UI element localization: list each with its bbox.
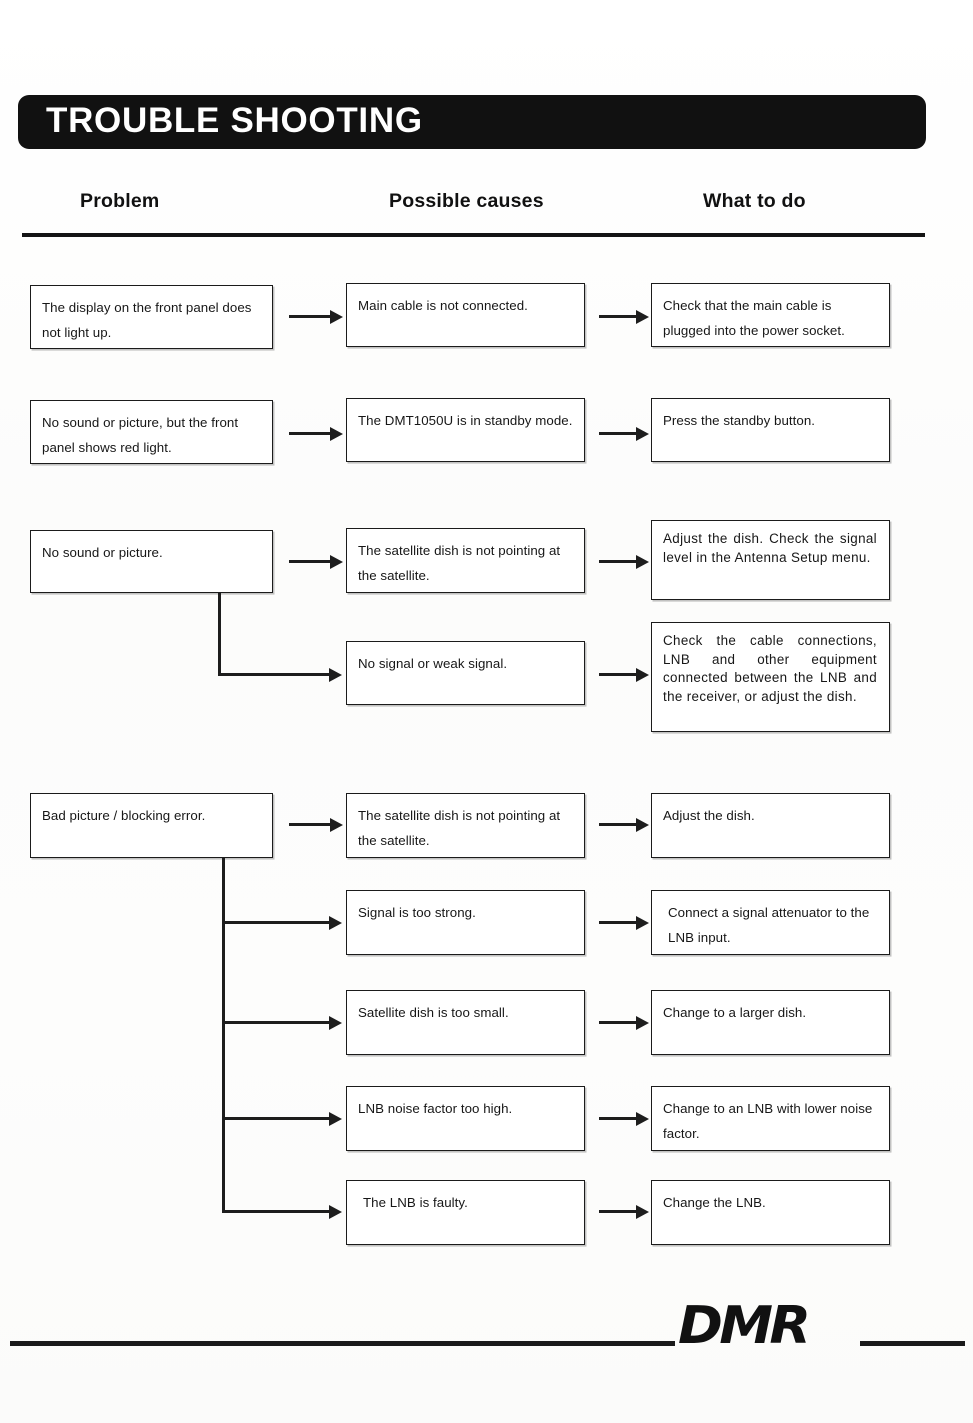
action-box: Change to an LNB with lower noise factor…: [651, 1086, 890, 1151]
cause-box: Satellite dish is too small.: [346, 990, 585, 1055]
footer-rule-right: [860, 1341, 965, 1346]
branch-arrow-to-cause-2: [222, 921, 330, 924]
action-box: Change the LNB.: [651, 1180, 890, 1245]
page-title: TROUBLE SHOOTING: [46, 101, 423, 141]
cause-box: Main cable is not connected.: [346, 283, 585, 347]
cause-box: The satellite dish is not pointing at th…: [346, 528, 585, 593]
column-header-what-to-do: What to do: [703, 190, 806, 212]
problem-box: Bad picture / blocking error.: [30, 793, 273, 858]
header-divider-rule: [22, 233, 925, 237]
action-box: Check that the main cable is plugged int…: [651, 283, 890, 347]
action-box: Connect a signal attenuator to the LNB i…: [651, 890, 890, 955]
action-box: Adjust the dish. Check the signal level …: [651, 520, 890, 600]
brand-logo: DMR: [678, 1296, 811, 1356]
arrow-cause-to-action: [599, 315, 637, 318]
branch-trunk-line: [222, 858, 225, 1212]
footer-rule-left: [10, 1341, 675, 1346]
branch-trunk-line: [218, 593, 221, 675]
branch-arrow-to-cause-4: [222, 1117, 330, 1120]
action-box: Check the cable connections, LNB and oth…: [651, 622, 890, 732]
problem-box: No sound or picture.: [30, 530, 273, 593]
arrow-cause-to-action: [599, 673, 637, 676]
branch-arrow-to-cause-2: [218, 673, 330, 676]
arrow-problem-to-cause: [289, 315, 331, 318]
column-header-possible-causes: Possible causes: [389, 190, 544, 212]
arrow-cause-to-action: [599, 823, 637, 826]
arrow-cause-to-action: [599, 1210, 637, 1213]
cause-box: The satellite dish is not pointing at th…: [346, 793, 585, 858]
arrow-cause-to-action: [599, 921, 637, 924]
cause-box: LNB noise factor too high.: [346, 1086, 585, 1151]
problem-box: No sound or picture, but the front panel…: [30, 400, 273, 464]
problem-box: The display on the front panel does not …: [30, 285, 273, 349]
action-box: Adjust the dish.: [651, 793, 890, 858]
cause-box: Signal is too strong.: [346, 890, 585, 955]
arrow-problem-to-cause: [289, 823, 331, 826]
page-title-banner: TROUBLE SHOOTING: [18, 95, 926, 149]
cause-box: The LNB is faulty.: [346, 1180, 585, 1245]
arrow-cause-to-action: [599, 1021, 637, 1024]
arrow-problem-to-cause: [289, 432, 331, 435]
column-header-problem: Problem: [80, 190, 160, 212]
action-box: Change to a larger dish.: [651, 990, 890, 1055]
branch-arrow-to-cause-5: [222, 1210, 330, 1213]
arrow-cause-to-action: [599, 560, 637, 563]
arrow-problem-to-cause: [289, 560, 331, 563]
branch-arrow-to-cause-3: [222, 1021, 330, 1024]
cause-box: The DMT1050U is in standby mode.: [346, 398, 585, 462]
action-box: Press the standby button.: [651, 398, 890, 462]
cause-box: No signal or weak signal.: [346, 641, 585, 705]
arrow-cause-to-action: [599, 432, 637, 435]
arrow-cause-to-action: [599, 1117, 637, 1120]
